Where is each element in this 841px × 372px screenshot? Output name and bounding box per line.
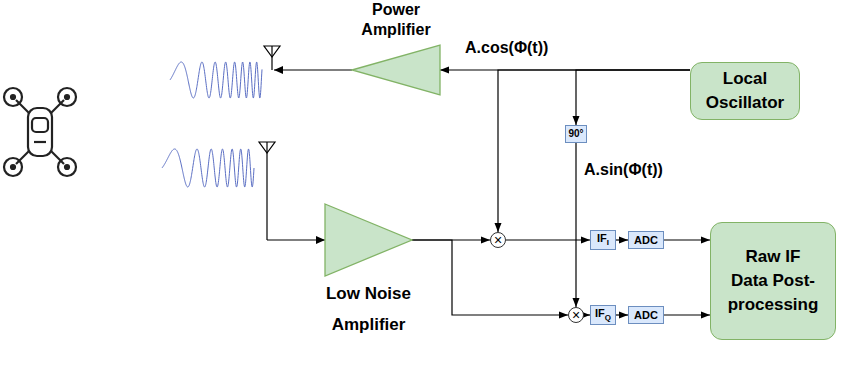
signal-connector xyxy=(575,143,576,307)
box-label: ADC xyxy=(634,309,658,321)
triangle-outline xyxy=(352,45,440,95)
box-label: Local Oscillator xyxy=(706,69,784,112)
signal-connector xyxy=(664,314,710,315)
text-wrap: Raw IF Data Post-processing xyxy=(726,245,820,317)
amplifier-label: Power Amplifier xyxy=(348,0,444,40)
box-label: × xyxy=(572,307,580,323)
text-wrap: ADC xyxy=(634,235,658,246)
signal-connector xyxy=(576,70,690,125)
subscript: I xyxy=(607,238,609,247)
adc-box: ADC xyxy=(628,306,664,324)
if-filter: IFI xyxy=(590,230,616,250)
text-wrap: Local Oscillator xyxy=(697,67,793,115)
tx-antenna xyxy=(264,46,280,70)
subscript: Q xyxy=(605,313,611,322)
text-wrap: × xyxy=(494,233,502,247)
box-label: 90° xyxy=(568,128,583,139)
text-wrap: ADC xyxy=(634,310,658,321)
receive-wave xyxy=(162,149,254,187)
signal-connector xyxy=(506,239,590,240)
box-label: × xyxy=(494,232,502,248)
phase-shifter: 90° xyxy=(565,125,587,143)
text-wrap: × xyxy=(572,308,580,322)
signal-label: A.sin(Φ(t)) xyxy=(582,161,665,179)
box-label: IF xyxy=(597,232,607,244)
mixer: × xyxy=(490,232,506,248)
text-wrap: IFI xyxy=(597,233,609,247)
text-wrap: IFQ xyxy=(595,308,611,322)
if-filter: IFQ xyxy=(590,305,616,325)
adc-box: ADC xyxy=(628,231,664,249)
box-label: Raw IF Data Post-processing xyxy=(728,247,819,314)
low-noise-amplifier: Low Noise Amplifier xyxy=(325,204,412,276)
signal-connector xyxy=(412,240,568,315)
amplifier-label: Low Noise Amplifier xyxy=(319,278,419,340)
rx-antenna xyxy=(259,142,275,240)
text-wrap: 90° xyxy=(568,129,583,139)
drone-icon xyxy=(4,88,76,176)
power-amplifier: Power Amplifier xyxy=(352,45,440,95)
signal-connector xyxy=(664,239,710,240)
triangle-outline xyxy=(325,204,412,276)
box-label: IF xyxy=(595,307,605,319)
mixer: × xyxy=(568,307,584,323)
tx-feed-wire xyxy=(274,69,352,70)
signal-connector xyxy=(616,239,628,240)
post-processing-box: Raw IF Data Post-processing xyxy=(710,222,836,340)
transmit-wave xyxy=(170,62,262,98)
signal-connector xyxy=(616,314,628,315)
signal-connector xyxy=(498,70,690,232)
box-label: ADC xyxy=(634,234,658,246)
local-oscillator: Local Oscillator xyxy=(690,62,800,120)
rx-feed-wire xyxy=(267,239,325,240)
signal-label: A.cos(Φ(t)) xyxy=(463,39,550,57)
